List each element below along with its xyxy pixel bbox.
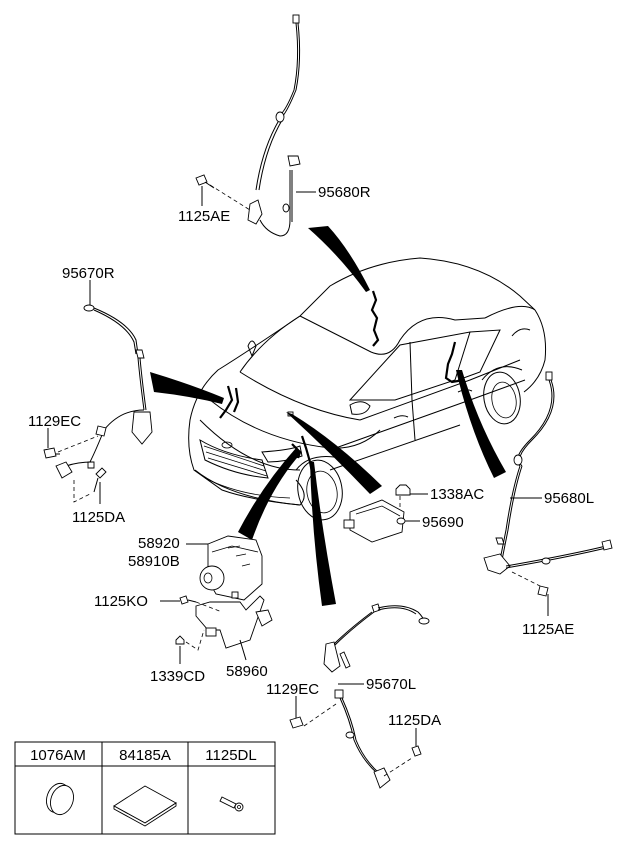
bolt-icon (219, 796, 244, 812)
legend-header-1125DL: 1125DL (205, 747, 256, 764)
legend-header-1076AM: 1076AM (30, 747, 86, 764)
label-1129EC-left: 1129EC (28, 413, 81, 430)
legend-table: 1076AM 84185A 1125DL (14, 741, 276, 835)
label-1125DA-left: 1125DA (72, 509, 125, 526)
part-abs-module-assembly (160, 535, 273, 664)
legend-header-84185A: 84185A (119, 747, 171, 764)
pointer-arrows (150, 226, 506, 606)
label-95690: 95690 (422, 514, 464, 531)
part-95680L-assembly (483, 371, 613, 616)
label-1338AC: 1338AC (430, 486, 484, 503)
label-1129EC-bottom: 1129EC (266, 681, 319, 698)
label-95680L: 95680L (544, 490, 594, 507)
label-1125AE-right: 1125AE (522, 621, 574, 638)
part-95680R-assembly (195, 14, 316, 237)
label-58960: 58960 (226, 663, 268, 680)
label-1125DA-bottom: 1125DA (388, 712, 441, 729)
label-95670L: 95670L (366, 676, 416, 693)
part-95670R-assembly (43, 280, 153, 504)
label-95670R: 95670R (62, 265, 115, 282)
label-95680R: 95680R (318, 184, 371, 201)
label-58920: 58920 (138, 535, 180, 552)
plug-cap-icon (46, 782, 74, 816)
label-1125AE-top: 1125AE (178, 208, 230, 225)
part-95690-assembly (343, 484, 428, 543)
label-58910B: 58910B (128, 553, 180, 570)
part-95670L-assembly (289, 603, 430, 789)
pad-icon (113, 785, 177, 827)
label-1125KO: 1125KO (94, 593, 148, 610)
label-1339CD: 1339CD (150, 668, 205, 685)
